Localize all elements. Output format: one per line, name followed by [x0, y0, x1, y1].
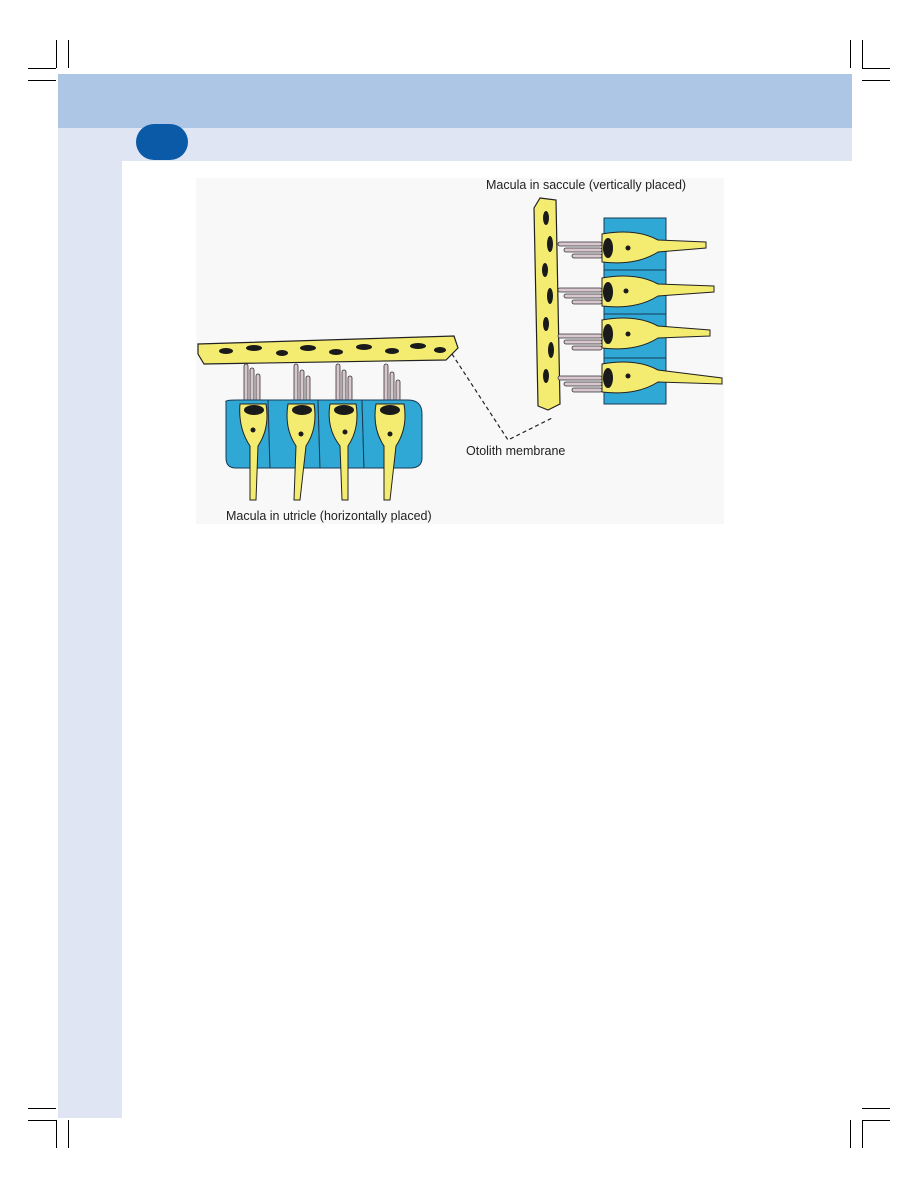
crop-mark	[68, 40, 69, 68]
crop-mark	[862, 1120, 863, 1148]
utricle-otolith-membrane	[197, 335, 459, 365]
crop-mark	[850, 40, 851, 68]
left-margin-strip	[58, 161, 122, 1118]
saccule-stereocilia	[557, 241, 603, 393]
crop-mark	[28, 1120, 56, 1121]
crop-mark	[862, 68, 890, 69]
saccule-label: Macula in saccule (vertically placed)	[486, 178, 687, 192]
otoconia	[219, 343, 446, 356]
page-subheader-band	[58, 128, 852, 161]
crop-mark	[68, 1120, 69, 1148]
crop-mark	[56, 1120, 57, 1148]
macula-diagram	[197, 197, 723, 501]
otoconia	[542, 211, 554, 383]
page-header-band	[58, 74, 852, 128]
crop-mark	[28, 1108, 56, 1109]
crop-mark	[862, 1120, 890, 1121]
macula-figure: Macula in saccule (vertically placed) Ot…	[196, 178, 724, 524]
crop-mark	[850, 1120, 851, 1148]
saccule-otolith-membrane	[533, 197, 561, 411]
otolith-membrane-label: Otolith membrane	[466, 444, 566, 458]
crop-mark	[56, 40, 57, 68]
otolith-leader-lines	[451, 353, 553, 441]
utricle-hair-cells	[239, 403, 406, 501]
chapter-badge	[136, 124, 188, 160]
crop-mark	[28, 80, 56, 81]
utricle-stereocilia	[243, 363, 401, 405]
crop-mark	[862, 1108, 890, 1109]
crop-mark	[862, 40, 863, 68]
saccule-nuclei	[603, 238, 631, 388]
utricle-nuclei	[244, 405, 400, 437]
crop-mark	[862, 80, 890, 81]
utricle-label: Macula in utricle (horizontally placed)	[226, 509, 432, 523]
saccule-hair-cells	[601, 231, 723, 394]
crop-mark	[28, 68, 56, 69]
